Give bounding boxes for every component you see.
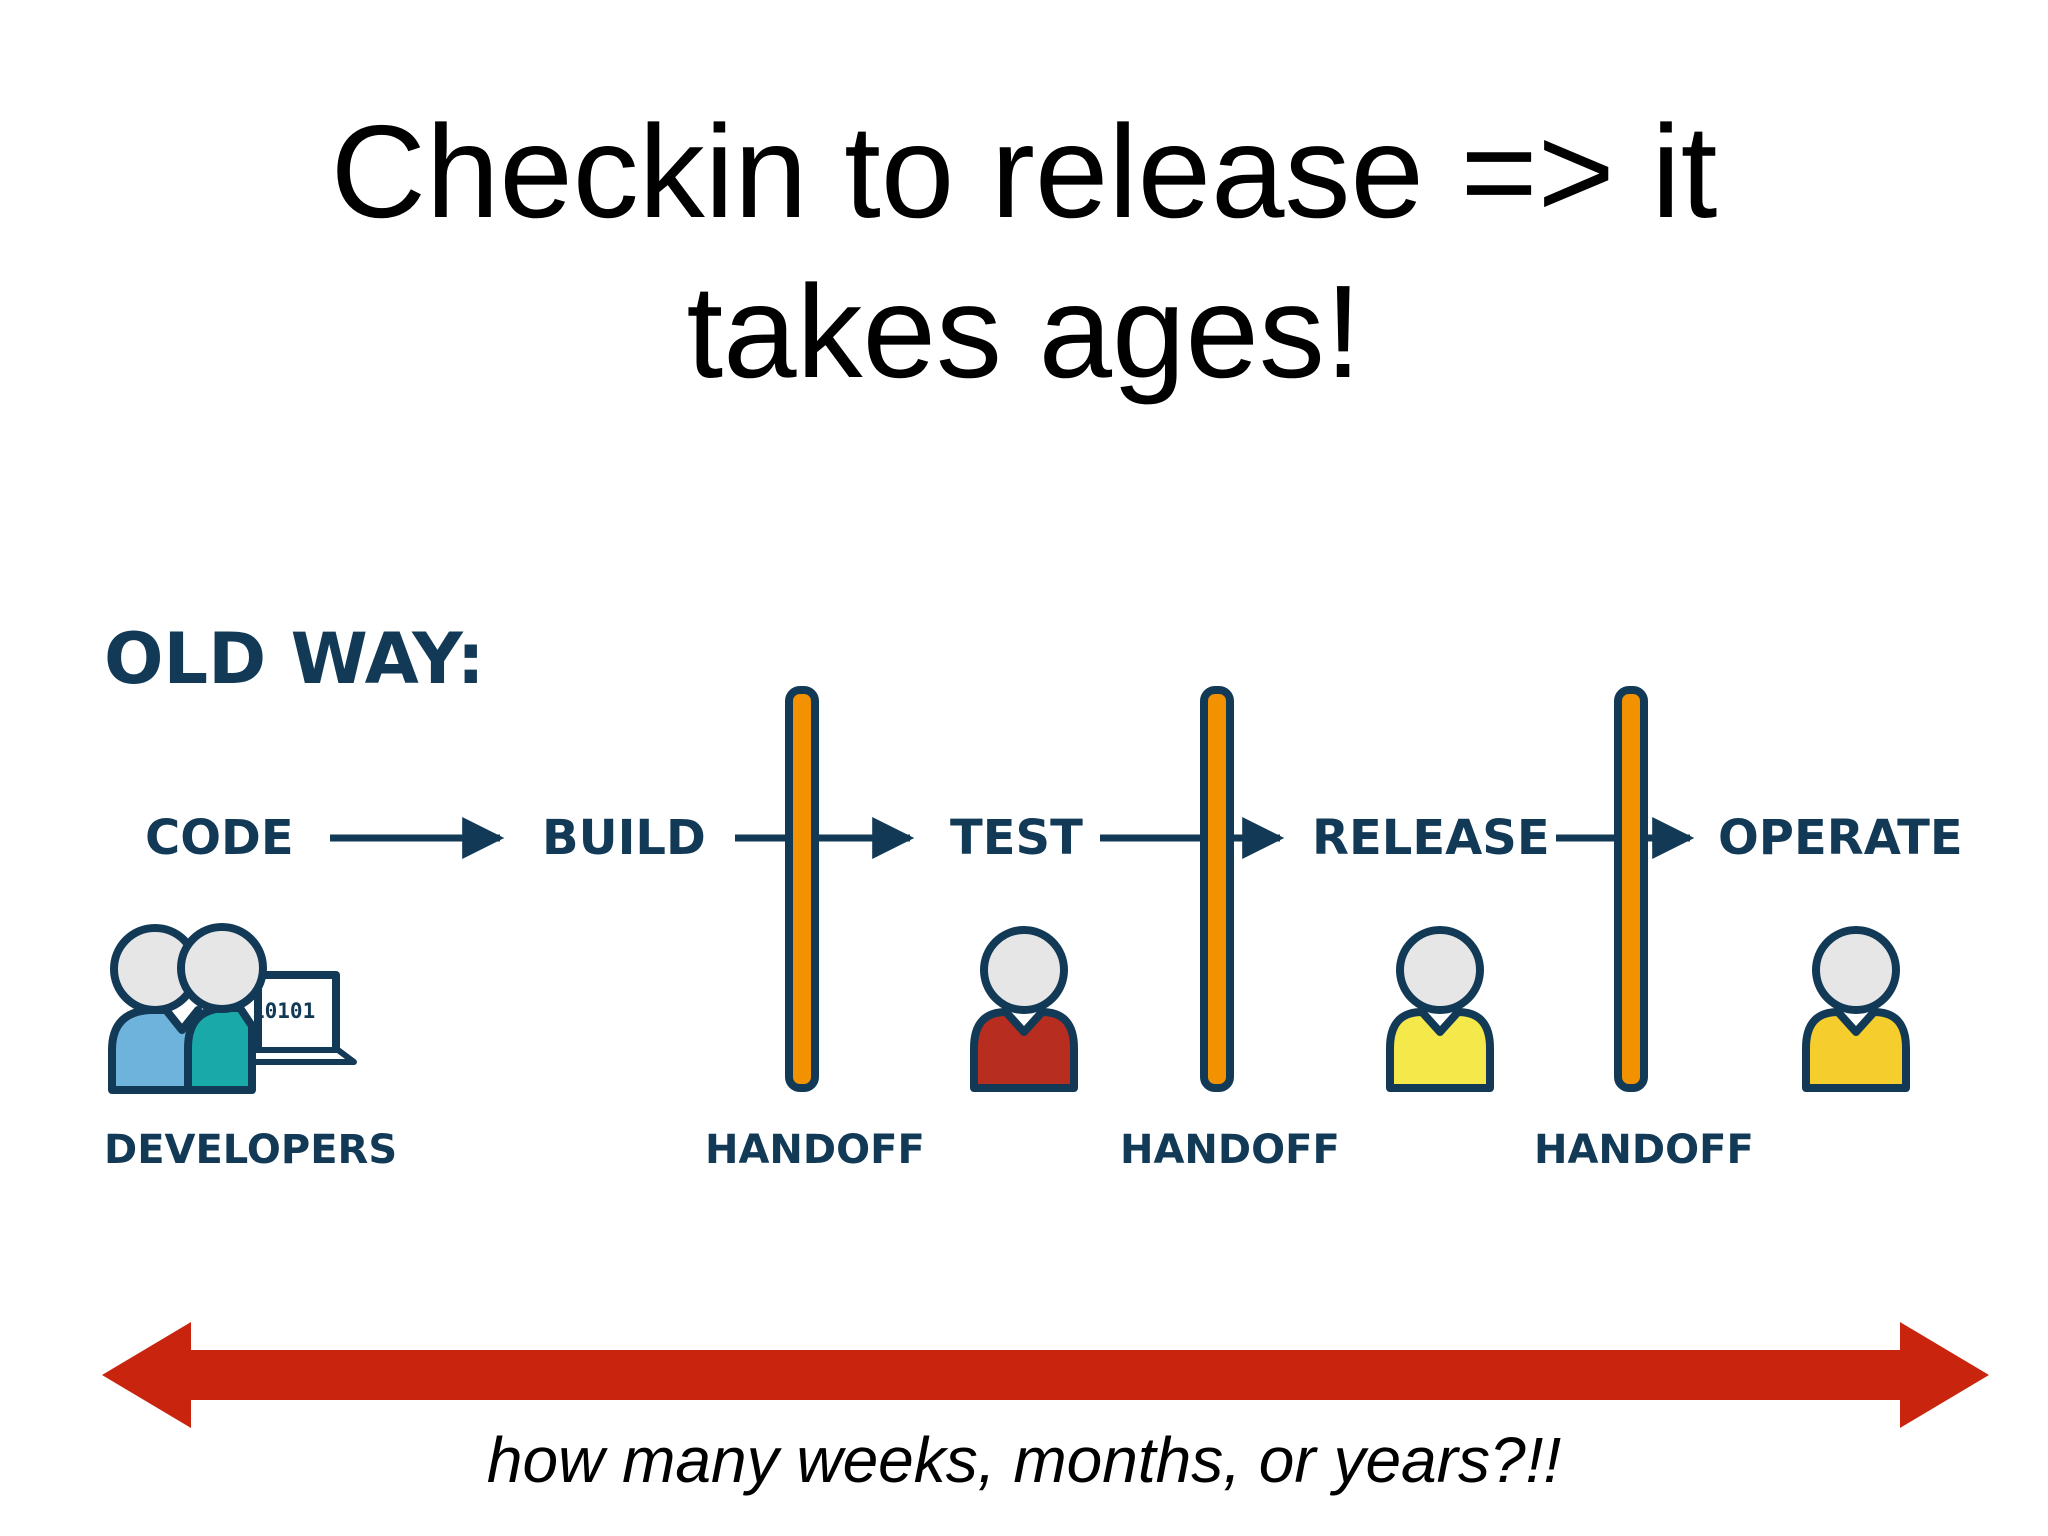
slide-title: Checkin to release => it takes ages! bbox=[0, 92, 2048, 412]
timeline-double-arrow bbox=[102, 1322, 1989, 1428]
slide-title-line-1: Checkin to release => it bbox=[330, 98, 1718, 245]
developer-1-body-icon bbox=[108, 1006, 202, 1094]
laptop-code-text: 10101 bbox=[252, 999, 315, 1023]
laptop-screen-icon bbox=[254, 971, 340, 1061]
tester-icon bbox=[970, 926, 1078, 1092]
release-person-icon bbox=[1386, 926, 1494, 1092]
handoff-label-1: HANDOFF bbox=[705, 1127, 925, 1173]
step-test-label: TEST bbox=[950, 810, 1083, 866]
step-release-label: RELEASE bbox=[1312, 810, 1550, 866]
tester-body-icon bbox=[970, 1008, 1078, 1092]
old-way-heading: OLD WAY: bbox=[104, 618, 485, 700]
handoff-bar-1 bbox=[785, 686, 819, 1092]
step-code-label: CODE bbox=[145, 810, 294, 866]
handoff-bar-3 bbox=[1614, 686, 1648, 1092]
timeline-caption: how many weeks, months, or years?!! bbox=[486, 1424, 1562, 1496]
step-build-label: BUILD bbox=[542, 810, 706, 866]
release-person-head-icon bbox=[1396, 926, 1484, 1014]
developer-2-body-icon bbox=[184, 1004, 256, 1094]
operator-head-icon bbox=[1812, 926, 1900, 1014]
tester-head-icon bbox=[980, 926, 1068, 1014]
operator-body-icon bbox=[1802, 1008, 1910, 1092]
developer-2-head-icon bbox=[177, 923, 267, 1013]
handoff-label-3: HANDOFF bbox=[1534, 1127, 1754, 1173]
release-person-body-icon bbox=[1386, 1008, 1494, 1092]
handoff-label-2: HANDOFF bbox=[1120, 1127, 1340, 1173]
developers-label: DEVELOPERS bbox=[104, 1127, 397, 1173]
slide-title-line-2: takes ages! bbox=[686, 258, 1362, 405]
operator-icon bbox=[1802, 926, 1910, 1092]
handoff-bar-2 bbox=[1200, 686, 1234, 1092]
step-operate-label: OPERATE bbox=[1718, 810, 1963, 866]
developers-icon: 10101 bbox=[108, 923, 357, 1094]
